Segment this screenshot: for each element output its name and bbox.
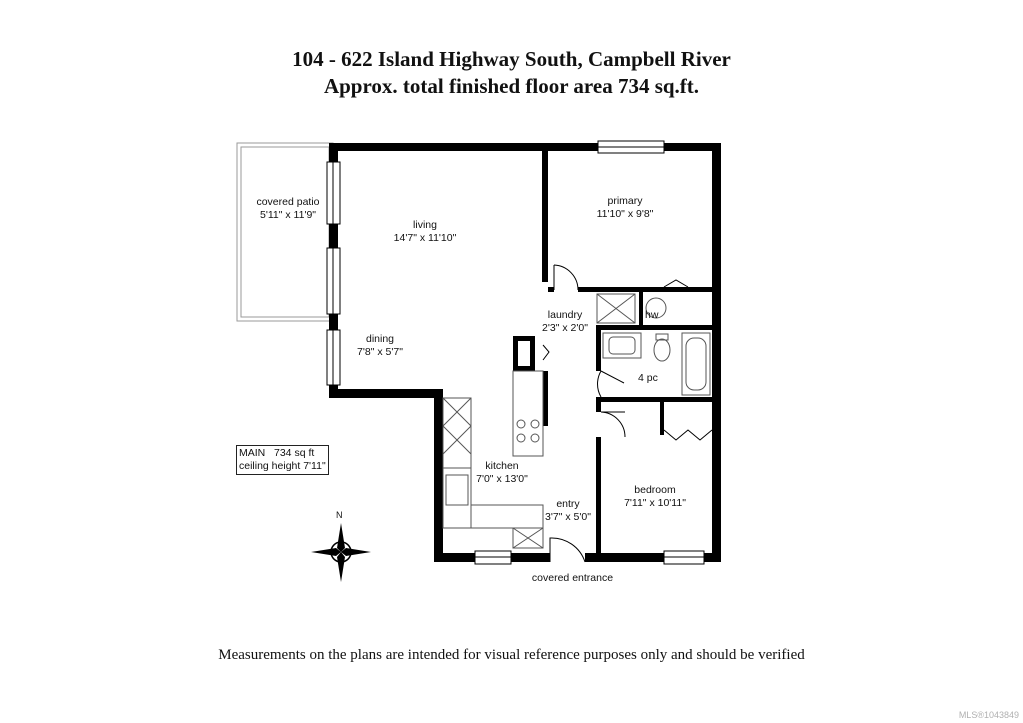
room-kitchen: kitchen 7'0" x 13'0" xyxy=(472,460,532,486)
room-name: kitchen xyxy=(485,460,519,472)
compass-rose xyxy=(311,523,371,582)
room-size: 11'10" x 9'8" xyxy=(596,208,654,220)
room-size: 3'7" x 5'0" xyxy=(545,511,591,523)
room-covered-patio: covered patio 5'11" x 11'9" xyxy=(243,196,333,222)
room-bedroom: bedroom 7'11" x 10'11" xyxy=(615,484,695,510)
room-4pc-bath: 4 pc xyxy=(638,372,658,384)
plan-title-area: Approx. total finished floor area 734 sq… xyxy=(323,74,700,98)
area-info-box: MAIN 734 sq ft ceiling height 7'11" xyxy=(236,445,329,475)
interior-walls xyxy=(513,151,712,553)
fixtures xyxy=(442,293,711,549)
room-name: dining xyxy=(365,333,395,345)
room-name: primary xyxy=(607,195,643,207)
mls-number: MLS®1043849 xyxy=(958,710,1019,720)
room-size: 5'11" x 11'9" xyxy=(259,209,317,221)
disclaimer-text: Measurements on the plans are intended f… xyxy=(218,647,805,663)
room-dining: dining 7'8" x 5'7" xyxy=(345,333,415,359)
room-size: 7'0" x 13'0" xyxy=(476,473,528,485)
room-name: bedroom xyxy=(634,484,676,496)
room-primary: primary 11'10" x 9'8" xyxy=(580,195,670,221)
room-size: 7'11" x 10'11" xyxy=(624,497,686,509)
entry-door-gap xyxy=(550,551,585,564)
room-living: living 14'7" x 11'10" xyxy=(380,219,470,245)
room-size: 2'3" x 2'0" xyxy=(542,322,588,334)
ceiling-height-line: ceiling height 7'11" xyxy=(239,460,326,472)
room-entry: entry 3'7" x 5'0" xyxy=(538,498,598,524)
room-name: covered patio xyxy=(256,196,320,208)
door-swings xyxy=(542,264,713,563)
compass-north-label: N xyxy=(336,510,343,520)
covered-patio-outline xyxy=(236,142,334,322)
room-name: living xyxy=(413,219,437,231)
covered-entrance-label: covered entrance xyxy=(531,572,614,584)
room-name: entry xyxy=(556,498,580,510)
area-info-line: MAIN 734 sq ft xyxy=(239,447,315,459)
room-name: laundry xyxy=(547,309,583,321)
room-hw: hw xyxy=(645,309,659,321)
room-laundry: laundry 2'3" x 2'0" xyxy=(530,309,600,335)
room-size: 14'7" x 11'10" xyxy=(393,232,457,244)
windows xyxy=(326,140,705,565)
room-size: 7'8" x 5'7" xyxy=(357,346,403,358)
plan-title-address: 104 - 622 Island Highway South, Campbell… xyxy=(292,47,731,71)
